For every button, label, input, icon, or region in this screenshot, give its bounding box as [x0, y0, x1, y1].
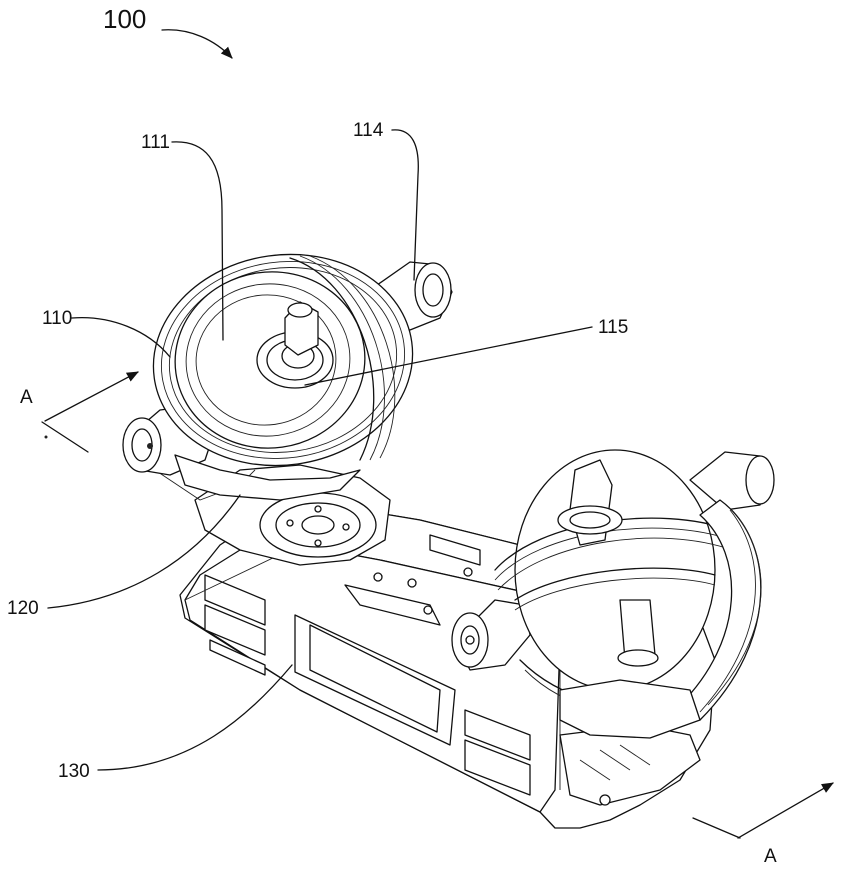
label-100: 100: [103, 4, 146, 34]
label-114: 114: [353, 120, 384, 141]
section-label-left: A: [20, 387, 33, 408]
label-111: 111: [141, 132, 170, 153]
leader-130: [98, 665, 292, 770]
label-110: 110: [42, 308, 72, 329]
section-label-right: A: [764, 846, 777, 867]
left-gimbal: [123, 238, 452, 500]
leader-114: [392, 130, 418, 280]
section-mark-right: [693, 783, 833, 838]
label-130: 130: [58, 761, 90, 782]
leader-100: [162, 30, 232, 58]
label-120: 120: [7, 598, 39, 619]
label-115: 115: [598, 317, 628, 338]
